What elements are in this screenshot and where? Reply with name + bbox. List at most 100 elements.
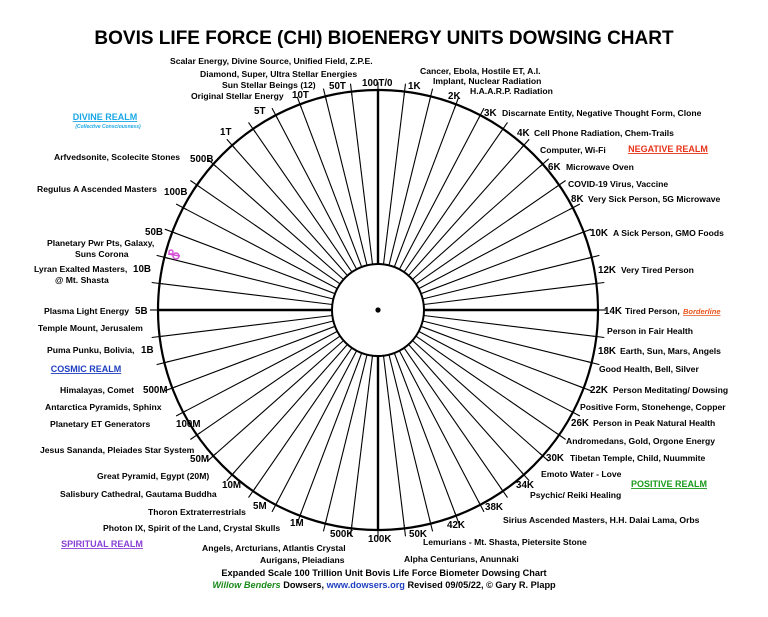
- tick-mark: [296, 96, 302, 109]
- tick-mark: [520, 138, 530, 149]
- value-1k: 1K: [408, 81, 421, 92]
- desc-50m: Jesus Sananda, Pleiades Star System: [40, 445, 195, 455]
- spoke-line: [232, 344, 348, 474]
- desc-great-pyramid: Great Pyramid, Egypt (20M): [97, 471, 209, 481]
- spoke-line: [300, 106, 363, 268]
- desc-2k: Implant, Nuclear Radiation: [433, 76, 541, 86]
- desc-andromedans: Andromedans, Gold, Orgone Energy: [566, 436, 715, 446]
- spiritual-realm-label: SPIRITUAL REALM: [61, 539, 143, 549]
- dowsers-link[interactable]: www.dowsers.org: [326, 580, 405, 590]
- value-50b: 50B: [145, 227, 163, 238]
- value-1m: 1M: [290, 518, 304, 529]
- desc-5b: Plasma Light Energy: [44, 306, 129, 316]
- value-30k: 30K: [546, 453, 564, 464]
- chart-title: BOVIS LIFE FORCE (CHI) BIOENERGY UNITS D…: [94, 28, 674, 49]
- spoke-line: [276, 116, 358, 270]
- value-100b: 100B: [164, 187, 187, 198]
- tick-mark: [500, 122, 508, 133]
- desc-500m: Himalayas, Comet: [60, 385, 134, 395]
- desc-good-health: Good Health, Bell, Silver: [599, 364, 699, 374]
- willow-benders: Willow Benders: [212, 580, 281, 590]
- spoke-line: [398, 350, 480, 504]
- tick-mark: [500, 487, 508, 498]
- desc-100b: Regulus A Ascended Masters: [37, 184, 157, 194]
- value-6k: 6K: [548, 162, 561, 173]
- tick-mark: [190, 432, 201, 440]
- tick-mark: [477, 501, 485, 513]
- tick-mark: [206, 158, 217, 168]
- value-50t: 50T: [329, 81, 346, 92]
- spoke-line: [161, 283, 333, 306]
- spoke-line: [161, 314, 333, 337]
- desc-10b: Lyran Exalted Masters,: [34, 264, 127, 274]
- desc-12k: Very Tired Person: [621, 265, 694, 275]
- tick-mark: [454, 511, 460, 524]
- desc-computer: Computer, Wi-Fi: [540, 145, 606, 155]
- value-5b: 5B: [135, 306, 148, 317]
- value-500m: 500M: [143, 385, 168, 396]
- spoke-line: [382, 355, 405, 527]
- desc-50k: Lemurians - Mt. Shasta, Pietersite Stone: [423, 537, 587, 547]
- spoke-line: [325, 98, 368, 266]
- footer-line-2: Willow Benders Dowsers, www.dowsers.org …: [0, 579, 768, 591]
- tick-mark: [555, 180, 566, 188]
- desc-100k: Alpha Centurians, Anunnaki: [404, 554, 519, 564]
- desc-14k: Tired Person,: [625, 306, 680, 316]
- spoke-line: [423, 283, 595, 306]
- spoke-line: [415, 185, 558, 285]
- value-14k: 14K: [604, 306, 622, 317]
- spoke-line: [418, 330, 572, 412]
- desc-positive-form: Positive Form, Stonehenge, Copper: [580, 402, 726, 412]
- desc-100m: Planetary ET Generators: [50, 419, 151, 429]
- footer-line-1: Expanded Scale 100 Trillion Unit Bovis L…: [221, 568, 547, 578]
- spoke-line: [325, 354, 368, 522]
- left-entries: 500K Angels, Arcturians, Atlantis Crysta…: [34, 56, 393, 565]
- desc-scalar: Scalar Energy, Divine Source, Unified Fi…: [170, 56, 373, 66]
- spoke-line: [420, 325, 582, 388]
- desc-3k: Discarnate Entity, Negative Thought Form…: [502, 108, 702, 118]
- tick-mark: [592, 335, 605, 339]
- tick-mark: [296, 511, 302, 524]
- tick-mark: [477, 107, 485, 119]
- spoke-line: [300, 352, 363, 514]
- tick-mark: [322, 88, 327, 101]
- spoke-line: [423, 314, 595, 337]
- tick-mark: [271, 501, 279, 513]
- spoke-line: [422, 320, 590, 363]
- tick-mark: [164, 386, 177, 392]
- right-entries: 1K Cancer, Ebola, Hostile ET, A.I. 2K Im…: [368, 66, 728, 564]
- value-2k: 2K: [448, 91, 461, 102]
- desc-4k: Cell Phone Radiation, Chem-Trails: [534, 128, 674, 138]
- tick-mark: [190, 180, 201, 188]
- spoke-line: [198, 335, 341, 435]
- tick-mark: [175, 409, 187, 417]
- pendulum-icon: [167, 249, 181, 260]
- value-8k: 8K: [571, 194, 584, 205]
- tick-mark: [579, 228, 592, 234]
- desc-500k: Angels, Arcturians, Atlantis Crystal: [202, 543, 346, 553]
- tick-mark: [429, 88, 434, 101]
- desc-fair-health: Person in Fair Health: [607, 326, 693, 336]
- desc-temple-mount: Temple Mount, Jerusalem: [38, 323, 143, 333]
- tick-mark: [587, 361, 600, 366]
- tick-mark: [520, 471, 530, 482]
- spoke-line: [184, 330, 338, 412]
- spoke-line: [184, 208, 338, 290]
- footer-dowsers: Dowsers,: [280, 580, 327, 590]
- spoke-line: [388, 354, 431, 522]
- value-10b: 10B: [133, 264, 151, 275]
- spoke-line: [398, 116, 480, 270]
- desc-8k: Very Sick Person, 5G Microwave: [588, 194, 721, 204]
- desc-planetary-pwr: Planetary Pwr Pts, Galaxy,: [47, 238, 154, 248]
- desc-18k: Earth, Sun, Mars, Angels: [620, 346, 721, 356]
- spoke-line: [403, 347, 503, 490]
- value-34k: 34K: [516, 480, 534, 491]
- tick-mark: [151, 281, 164, 285]
- value-5t: 5T: [254, 106, 265, 117]
- desc-mt-shasta: @ Mt. Shasta: [55, 275, 109, 285]
- tick-mark: [539, 158, 550, 168]
- tick-mark: [349, 524, 353, 537]
- divine-realm-sub: (Collective Consciousness): [75, 124, 141, 130]
- spoke-line: [412, 340, 542, 456]
- value-1b: 1B: [141, 345, 154, 356]
